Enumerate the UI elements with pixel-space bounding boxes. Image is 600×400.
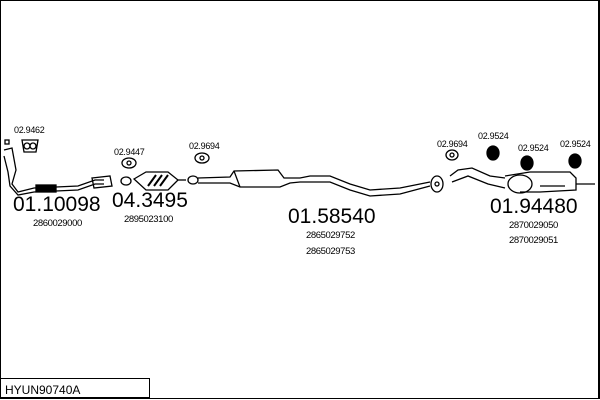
center-pipe-silencer	[187, 169, 444, 197]
hanger-02-9524-a	[486, 145, 500, 161]
gasket-02-9462	[21, 139, 39, 153]
front-pipe	[3, 139, 113, 196]
hanger-02-9524-c	[568, 153, 582, 169]
ref-number: 2895023100	[124, 214, 173, 225]
catalytic-converter	[120, 171, 186, 191]
gasket-02-9447	[121, 157, 137, 169]
part-number-rear-muffler: 01.94480	[490, 195, 578, 218]
rear-muffler	[449, 167, 595, 194]
ref-number: 2865029752	[306, 230, 355, 241]
hanger-02-9524-b	[520, 155, 534, 171]
part-label-02-9694-b: 02.9694	[437, 139, 468, 149]
part-number-catalyst: 04.3495	[112, 189, 188, 212]
part-label-02-9524-a: 02.9524	[478, 131, 509, 141]
ref-number: 2870029051	[509, 235, 558, 246]
part-label-02-9447: 02.9447	[114, 147, 145, 157]
part-label-02-9524-c: 02.9524	[560, 139, 591, 149]
ref-number: 2860029000	[33, 218, 82, 229]
ref-number: 2865029753	[306, 246, 355, 257]
part-label-02-9694-a: 02.9694	[189, 141, 220, 151]
diagram-code: HYUN90740A	[5, 383, 81, 397]
gasket-02-9694-b	[445, 149, 459, 161]
ref-number: 2870029050	[509, 220, 558, 231]
part-label-02-9462: 02.9462	[14, 125, 45, 135]
diagram-code-box: HYUN90740A	[0, 378, 150, 398]
part-label-02-9524-b: 02.9524	[518, 143, 549, 153]
part-number-center-pipe: 01.58540	[288, 205, 376, 228]
gasket-02-9694-a	[194, 152, 210, 164]
part-number-front-pipe: 01.10098	[13, 193, 101, 216]
